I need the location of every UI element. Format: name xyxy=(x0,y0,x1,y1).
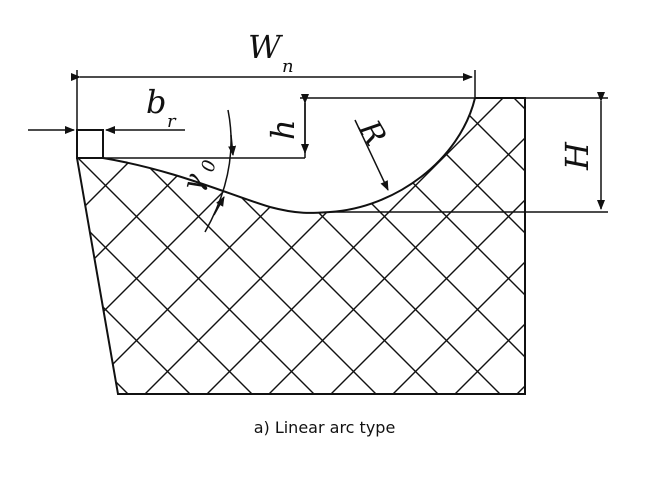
r-label: R xyxy=(351,114,393,152)
hatch-line xyxy=(229,98,525,394)
hatch-line xyxy=(167,98,525,394)
br-subscript: r xyxy=(167,111,177,132)
groove-profile xyxy=(102,97,476,214)
land-block xyxy=(76,129,104,159)
hatch-line xyxy=(77,98,525,394)
H-label: H xyxy=(558,141,596,171)
gamma-arrow-top xyxy=(228,134,237,156)
hatch-line xyxy=(77,98,478,394)
figure-caption: a) Linear arc type xyxy=(253,418,396,437)
h-label: h xyxy=(264,119,302,140)
br-label: b xyxy=(146,83,166,121)
hatch-line xyxy=(105,98,525,394)
r-leader xyxy=(354,119,389,191)
gamma-arrow-bottom xyxy=(213,196,225,216)
wn-subscript: n xyxy=(282,56,294,77)
hatch-line xyxy=(77,98,354,394)
hatch-line xyxy=(77,98,416,394)
gamma-arc xyxy=(204,109,232,233)
wn-label: W xyxy=(248,28,284,66)
gamma-label: γ xyxy=(175,170,211,195)
gamma-subscript: 0 xyxy=(198,158,221,174)
